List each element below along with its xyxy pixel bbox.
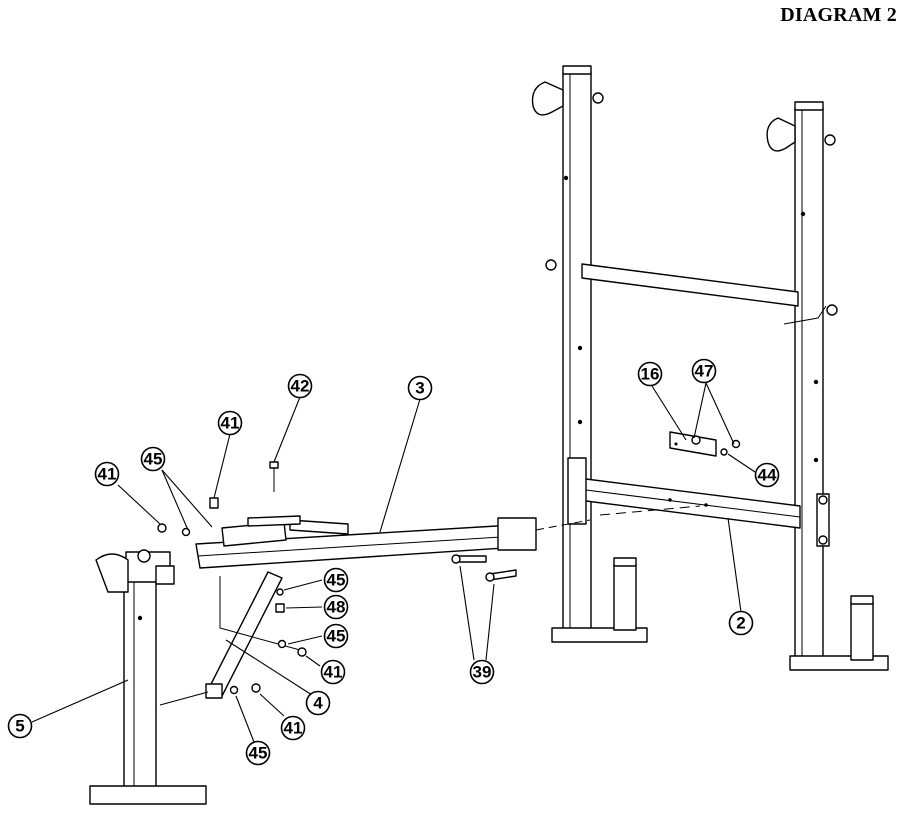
callout-41-lower: 41 (280, 715, 306, 741)
callout-45-mid: 45 (323, 623, 349, 649)
callout-41-left: 41 (94, 461, 120, 487)
callout-48: 48 (323, 594, 349, 620)
callout-4: 4 (305, 690, 331, 716)
callout-41-mid: 41 (320, 659, 346, 685)
diagram-title: DIAGRAM 2 (780, 4, 897, 26)
svg-text:45: 45 (327, 627, 346, 646)
callout-45-lower: 45 (245, 740, 271, 766)
rear-upright-frame (531, 65, 889, 671)
leader-lines (31, 382, 756, 743)
svg-text:41: 41 (324, 663, 343, 682)
callout-42: 42 (287, 373, 313, 399)
svg-text:45: 45 (144, 450, 163, 469)
svg-text:16: 16 (641, 365, 660, 384)
front-leg (89, 549, 207, 805)
svg-text:3: 3 (415, 379, 424, 398)
svg-text:41: 41 (284, 719, 303, 738)
callout-45-right: 45 (323, 567, 349, 593)
svg-text:45: 45 (249, 744, 268, 763)
svg-text:45: 45 (327, 571, 346, 590)
hardware (157, 435, 741, 695)
callout-45-upper: 45 (140, 446, 166, 472)
callout-39: 39 (469, 659, 495, 685)
svg-text:5: 5 (15, 717, 24, 736)
callout-41-upper: 41 (217, 410, 243, 436)
svg-text:41: 41 (98, 465, 117, 484)
support-brace (205, 571, 301, 699)
svg-text:41: 41 (221, 414, 240, 433)
svg-text:4: 4 (313, 694, 323, 713)
callout-44: 44 (754, 462, 780, 488)
callout-5: 5 (7, 713, 33, 739)
seat-rail (195, 505, 701, 569)
callout-2: 2 (728, 610, 754, 636)
svg-text:47: 47 (695, 362, 714, 381)
svg-text:2: 2 (736, 614, 745, 633)
svg-text:42: 42 (291, 377, 310, 396)
svg-text:44: 44 (758, 466, 777, 485)
svg-text:48: 48 (327, 598, 346, 617)
svg-text:39: 39 (473, 663, 492, 682)
callout-47: 47 (691, 358, 717, 384)
callout-3: 3 (407, 375, 433, 401)
callout-16: 16 (637, 361, 663, 387)
